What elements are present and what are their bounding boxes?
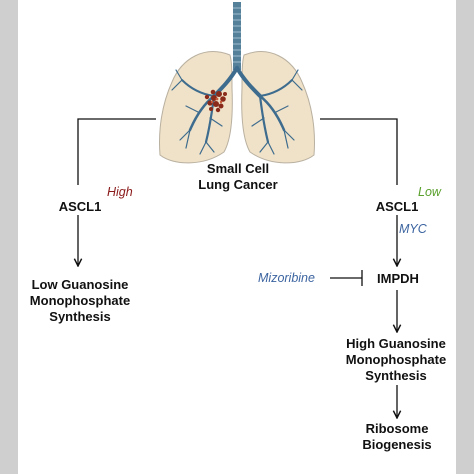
ribosome-biogenesis: Ribosome Biogenesis <box>350 421 444 453</box>
left-ascl1-label: ASCL1 <box>58 199 102 214</box>
title-line-2: Lung Cancer <box>198 177 278 192</box>
right-lung-icon <box>241 51 315 164</box>
left-connector <box>77 118 156 185</box>
title: Small Cell Lung Cancer <box>176 161 300 193</box>
tumor-icon <box>204 89 227 113</box>
left-level-label: High <box>107 185 133 199</box>
left-outcome-line-2: Monophosphate <box>29 293 131 308</box>
myc-label: MYC <box>399 222 427 236</box>
lungs-icon <box>159 2 315 164</box>
right-outcome: High Guanosine Monophosphate Synthesis <box>328 336 464 384</box>
left-outcome-line-3: Synthesis <box>49 309 111 324</box>
final-line-1: Ribosome <box>365 421 429 436</box>
mizoribine-label: Mizoribine <box>258 271 315 285</box>
final-line-2: Biogenesis <box>362 437 432 452</box>
right-ascl1-label: ASCL1 <box>375 199 419 214</box>
left-outcome-line-1: Low Guanosine <box>31 277 129 292</box>
inhibition-bar <box>330 270 363 286</box>
right-level-label: Low <box>418 185 441 199</box>
left-outcome: Low Guanosine Monophosphate Synthesis <box>12 277 148 325</box>
left-lung-icon <box>159 51 233 164</box>
trachea-icon <box>233 2 241 70</box>
right-connector <box>320 118 398 185</box>
impdh-label: IMPDH <box>377 271 419 286</box>
diagram-panel <box>18 0 456 474</box>
title-line-1: Small Cell <box>206 161 270 176</box>
right-outcome-line-2: Monophosphate <box>345 352 447 367</box>
right-outcome-line-1: High Guanosine <box>346 336 446 351</box>
right-outcome-line-3: Synthesis <box>365 368 427 383</box>
